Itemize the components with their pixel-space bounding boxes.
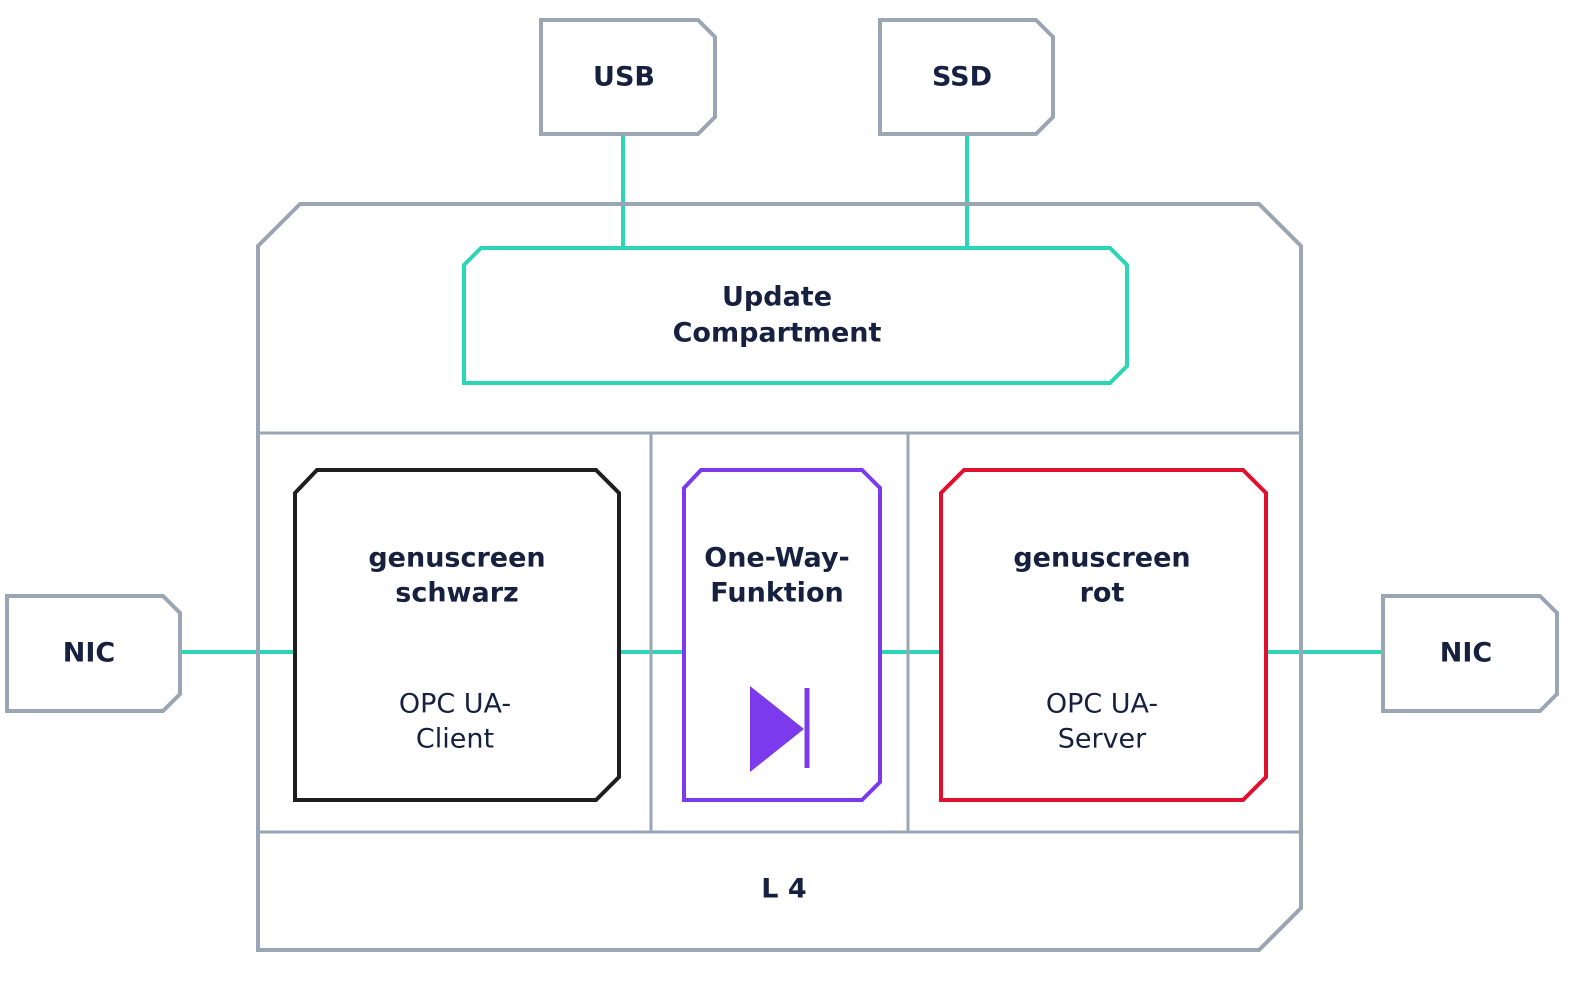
oneway-title-line2: Funktion — [710, 578, 843, 609]
schwarz-sub-line2: Client — [416, 724, 494, 755]
oneway-title-line1: One-Way- — [704, 543, 850, 574]
genuscreen-schwarz-box: genuscreen schwarz OPC UA- Client — [293, 468, 621, 802]
device-frame — [256, 202, 1303, 952]
ssd-box: SSD — [878, 18, 1055, 136]
rot-sub-line2: Server — [1058, 724, 1147, 755]
rot-title-line1: genuscreen — [1013, 543, 1190, 574]
ssd-label: SSD — [932, 62, 992, 93]
left-nic-box: NIC — [5, 594, 182, 713]
update-compartment-line1: Update — [722, 282, 832, 313]
diode-icon — [750, 686, 810, 772]
right-nic-box: NIC — [1381, 594, 1559, 713]
connectors — [180, 135, 1383, 654]
schwarz-title-line2: schwarz — [395, 578, 519, 609]
right-nic-label: NIC — [1440, 638, 1492, 669]
rot-title-line2: rot — [1080, 578, 1125, 609]
update-compartment-line2: Compartment — [673, 318, 882, 349]
base-layer-label: L 4 — [761, 874, 806, 905]
schwarz-title-line1: genuscreen — [368, 543, 545, 574]
one-way-funktion-box: One-Way- Funktion — [682, 468, 882, 802]
genuscreen-rot-box: genuscreen rot OPC UA- Server — [939, 468, 1268, 802]
left-nic-label: NIC — [63, 638, 115, 669]
schwarz-sub-line1: OPC UA- — [399, 689, 511, 720]
update-compartment: Update Compartment — [462, 246, 1129, 385]
usb-label: USB — [593, 62, 655, 93]
usb-box: USB — [539, 18, 717, 136]
rot-sub-line1: OPC UA- — [1046, 689, 1158, 720]
